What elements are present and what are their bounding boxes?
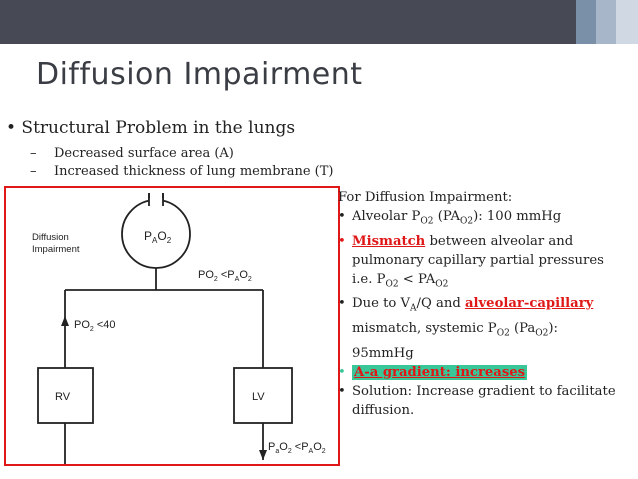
note-item: • Alveolar PO2 (PAO2): 100 mmHg: [338, 207, 634, 232]
sub-bullet: – Decreased surface area (A): [30, 146, 234, 161]
note-item: • Mismatch between alveolar and pulmonar…: [338, 232, 634, 295]
po2-label: PO2 <40: [74, 319, 116, 333]
dash-marker: –: [30, 164, 37, 179]
airway: [148, 193, 164, 206]
note-item: • Due to VA/Q and alveolar-capillary mis…: [338, 296, 594, 361]
sub-bullet: – Increased thickness of lung membrane (T…: [30, 164, 334, 179]
note-item: • Solution: Increase gradient to facilit…: [338, 383, 616, 418]
note-item: • A-a gradient: increases: [338, 363, 634, 382]
header-accent-strip: [576, 0, 596, 44]
po2-compare-label: PO2 <PAO2: [198, 269, 252, 283]
mismatch-term: Mismatch: [352, 233, 426, 249]
systemic-label: PaO2 <PAO2: [268, 441, 326, 455]
bullet-dot: •: [338, 383, 346, 399]
header-accent-strip: [596, 0, 616, 44]
up-arrow-icon: [61, 316, 69, 326]
notes-heading: For Diffusion Impairment:: [338, 190, 513, 205]
bullet-dot: •: [338, 233, 346, 249]
sub-bullet-text: Increased thickness of lung membrane (T): [54, 164, 334, 179]
airway-opening: [149, 198, 163, 208]
diagram-label: Diffusion: [32, 232, 69, 243]
down-arrow-icon: [259, 450, 267, 460]
rv-label: RV: [55, 391, 71, 403]
lv-label: LV: [252, 391, 265, 403]
main-bullet: • Structural Problem in the lungs: [6, 118, 296, 138]
a-a-gradient-highlight: A-a gradient: increases: [352, 364, 528, 380]
alveolar-capillary-term: alveolar-capillary: [464, 296, 594, 312]
diagram-svg: Diffusion Impairment PAO2 PO2 <40 PO2 <P…: [32, 193, 326, 464]
bullet-dot: •: [338, 364, 346, 380]
diffusion-diagram: Diffusion Impairment PAO2 PO2 <40 PO2 <P…: [4, 186, 340, 466]
notes-panel: For Diffusion Impairment: • Alveolar PO2…: [338, 188, 634, 420]
diagram-label: Impairment: [32, 244, 80, 255]
slide-header-bar: [0, 0, 638, 44]
lv-box: [233, 367, 293, 424]
sub-bullet-text: Decreased surface area (A): [54, 146, 234, 161]
alveolus: [121, 199, 191, 269]
bullet-dot: •: [338, 209, 346, 224]
alveolus-label: PAO2: [144, 229, 172, 245]
slide-title: Diffusion Impairment: [36, 57, 363, 92]
bullet-dot: •: [338, 296, 346, 312]
header-accent-strip: [616, 0, 638, 44]
dash-marker: –: [30, 146, 37, 161]
